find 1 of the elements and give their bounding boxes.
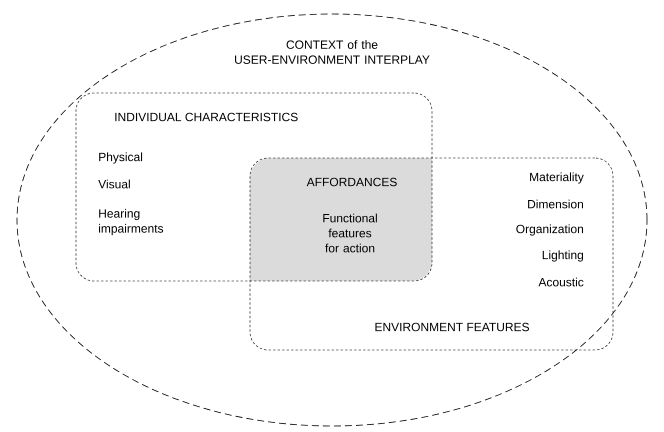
overlap-area: AFFORDANCES Functional features for action xyxy=(250,158,432,281)
